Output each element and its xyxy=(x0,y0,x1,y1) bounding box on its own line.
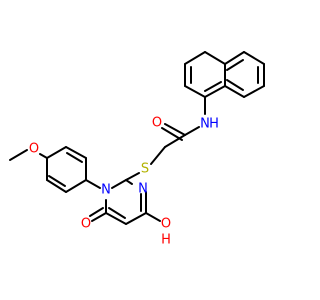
bond xyxy=(150,146,166,165)
bond xyxy=(164,134,186,148)
bond xyxy=(91,212,107,222)
ring-nitrogen-1-label: N xyxy=(101,183,111,198)
methoxy-oxygen-label: O xyxy=(29,142,39,157)
hydroxyl-oxygen-label: O xyxy=(161,217,171,232)
bond xyxy=(46,146,67,159)
bond xyxy=(125,172,140,181)
bond xyxy=(226,59,244,71)
bonds xyxy=(9,51,265,225)
bond xyxy=(224,51,245,65)
bond xyxy=(145,212,161,222)
bond xyxy=(39,153,48,159)
bond xyxy=(111,179,127,189)
bond xyxy=(204,85,226,98)
bond xyxy=(204,81,222,92)
bond xyxy=(164,123,186,136)
hydroxyl-hydrogen-label: H xyxy=(161,233,171,248)
amide-hydrogen-label: H xyxy=(209,117,219,132)
bond xyxy=(65,179,87,193)
bond xyxy=(85,179,101,189)
bond xyxy=(105,212,127,225)
molecule-canvas: O N H S N N O O H O xyxy=(9,51,265,248)
bond xyxy=(125,212,147,225)
bond xyxy=(66,152,83,163)
bond xyxy=(184,126,200,136)
bond xyxy=(184,51,206,65)
bond xyxy=(204,51,226,65)
bond xyxy=(243,51,265,65)
amide-nitrogen-label: N xyxy=(200,117,210,132)
structure-diagram: O N H S N N O O H O xyxy=(9,51,265,248)
bond xyxy=(184,85,206,98)
ring-oxo-oxygen-label: O xyxy=(81,217,91,232)
bond xyxy=(46,179,67,193)
bond xyxy=(125,179,133,185)
bond xyxy=(108,207,126,219)
bond xyxy=(65,146,87,159)
bond xyxy=(224,85,245,98)
bond xyxy=(226,79,244,91)
bond xyxy=(48,175,66,187)
bond xyxy=(89,207,104,217)
sulfur-label: S xyxy=(141,162,149,177)
ring-nitrogen-3-label: N xyxy=(138,182,148,197)
bond xyxy=(9,149,28,161)
carbonyl-oxygen-label: O xyxy=(152,116,162,131)
atom-labels: O N H S N N O O H O xyxy=(29,116,219,248)
bond xyxy=(243,85,265,98)
